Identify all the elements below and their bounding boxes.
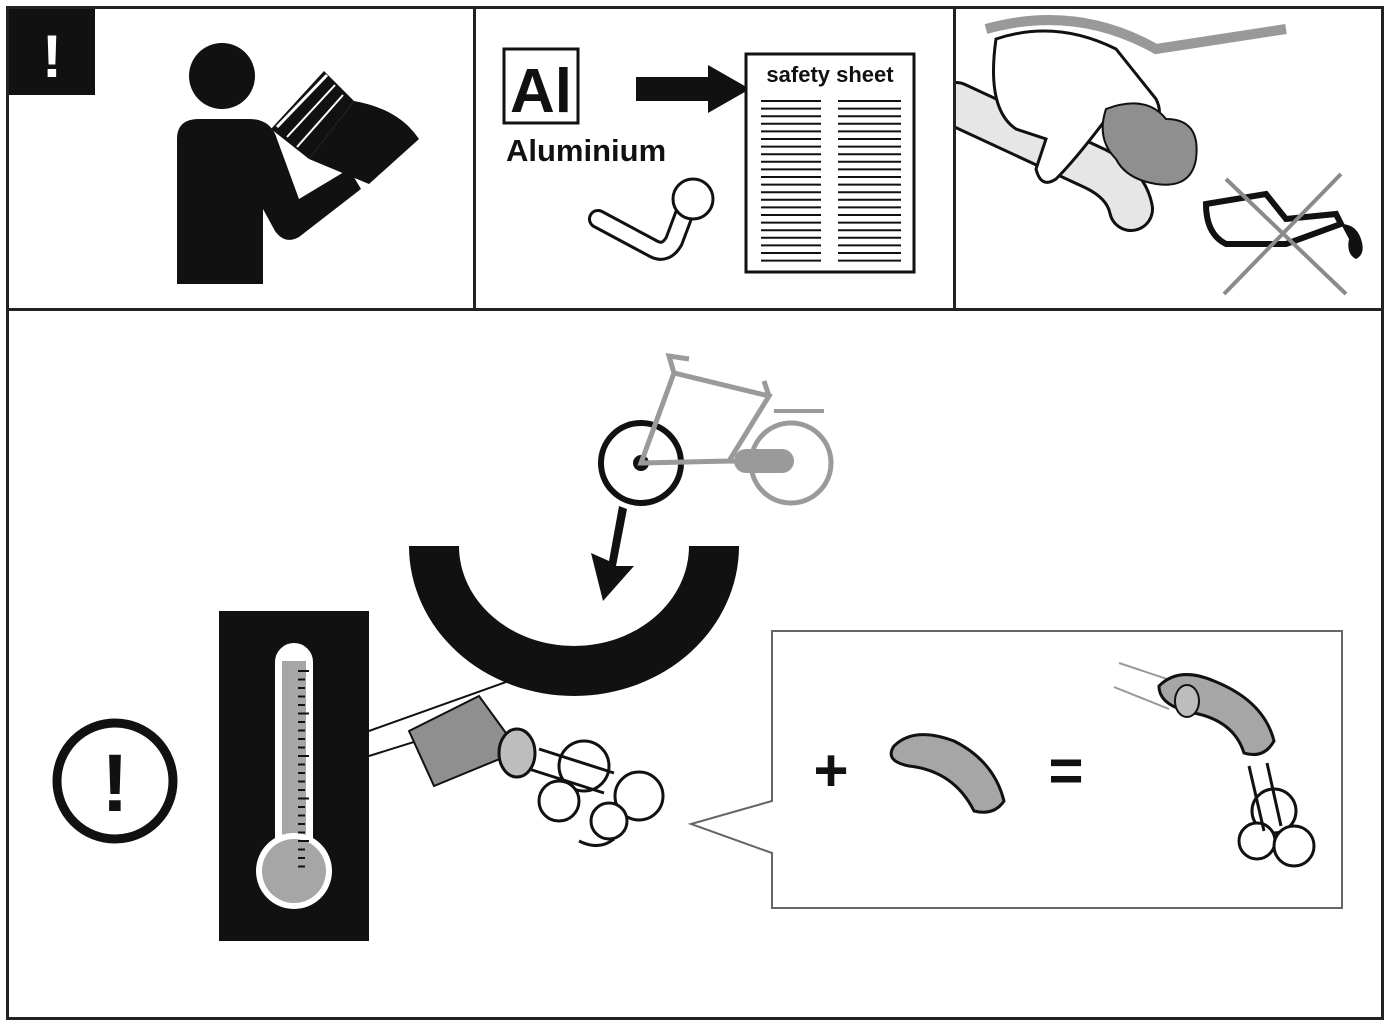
callout-bubble bbox=[687, 630, 1343, 909]
panel-read-manual: ! bbox=[6, 6, 476, 311]
thermometer-icon bbox=[219, 611, 369, 941]
oil-can-icon bbox=[1202, 190, 1363, 259]
prohibited-cross bbox=[1222, 172, 1348, 296]
element-box bbox=[502, 47, 580, 125]
bicycle-icon bbox=[598, 352, 834, 506]
extended-exhaust-icon bbox=[1113, 662, 1316, 868]
coupling-tube-icon bbox=[956, 15, 1287, 232]
cover-arc-icon bbox=[409, 546, 739, 696]
caution-icon: ! bbox=[52, 718, 178, 844]
element-name: Aluminium bbox=[506, 133, 666, 168]
hand-icon bbox=[992, 29, 1161, 184]
panel-cleaning bbox=[953, 6, 1384, 311]
read-manual-illustration: ! bbox=[9, 9, 419, 284]
warning-square bbox=[9, 9, 95, 95]
cleaning-illustration bbox=[956, 15, 1363, 296]
arrow-right-icon bbox=[636, 65, 750, 113]
caution-mark: ! bbox=[101, 738, 128, 829]
arrow-down-icon bbox=[591, 506, 634, 601]
heat-warning-illustration: ! + = bbox=[52, 352, 1343, 941]
element-symbol: Al bbox=[510, 57, 572, 126]
tow-ball-icon bbox=[588, 177, 715, 261]
plus-sign: + bbox=[813, 737, 848, 804]
extension-tube-icon bbox=[889, 733, 1006, 814]
document-label: safety sheet bbox=[766, 62, 894, 87]
panel-heat-warning: ! + = bbox=[6, 308, 1384, 1020]
warning-mark: ! bbox=[42, 23, 62, 90]
material-illustration: Al Aluminium safety sheet bbox=[502, 47, 916, 274]
cloth-icon bbox=[1101, 102, 1198, 186]
exhaust-pipe-icon bbox=[407, 694, 665, 847]
safety-sheet-document: safety sheet bbox=[744, 52, 916, 274]
person-reading-icon bbox=[177, 43, 419, 284]
panel-material-safety: Al Aluminium safety sheet bbox=[473, 6, 956, 311]
equals-sign: = bbox=[1048, 737, 1083, 804]
